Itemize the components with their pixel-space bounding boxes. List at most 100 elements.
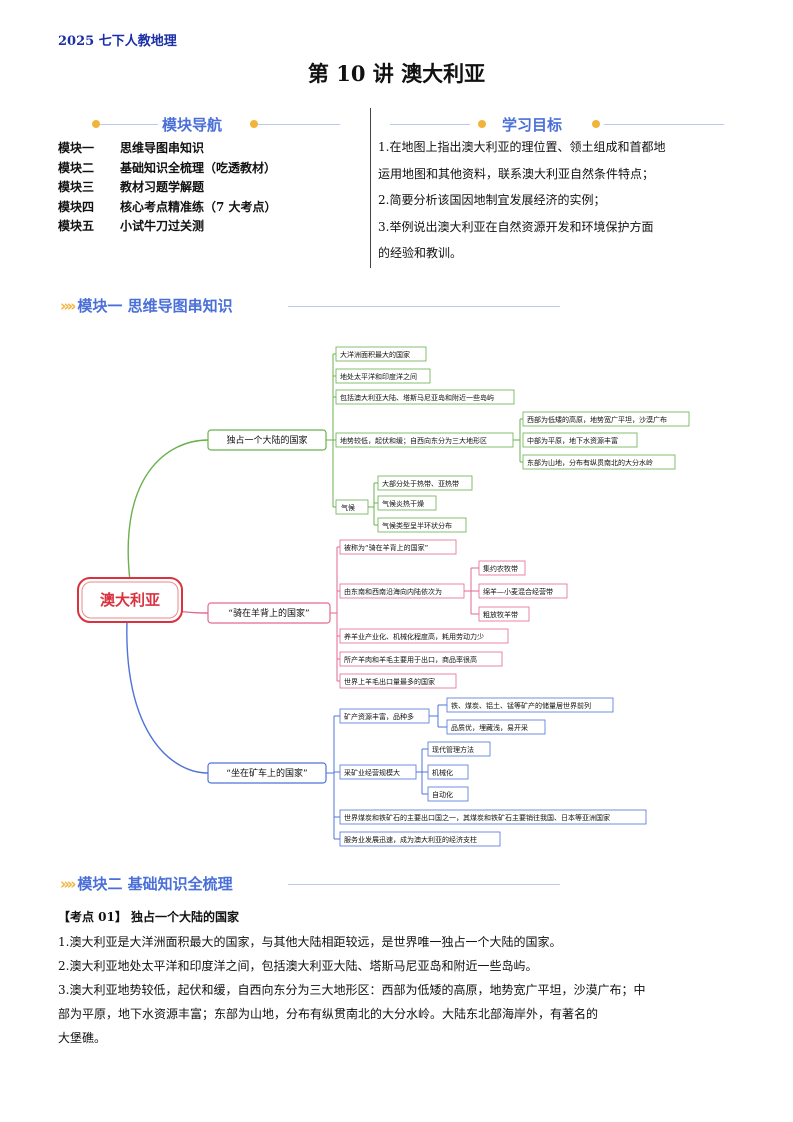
goal-line: 2.简要分析该国因地制宜发展经济的实例； — [378, 193, 606, 207]
svg-text:“骑在羊背上的国家”: “骑在羊背上的国家” — [228, 607, 309, 619]
b1-leaf[interactable]: 地处太平洋和印度洋之间 — [335, 368, 431, 384]
svg-text:服务业发展迅速，成为澳大利亚的经济支柱: 服务业发展迅速，成为澳大利亚的经济支柱 — [344, 835, 477, 844]
grade-tag: 2025 七下人教地理 — [58, 34, 177, 49]
b1-subleaf[interactable]: 东部为山地，分布有纵贯南北的大分水岭 — [522, 454, 676, 470]
svg-text:品质优，埋藏浅，易开采: 品质优，埋藏浅，易开采 — [451, 723, 528, 732]
svg-text:所产羊肉和羊毛主要用于出口，商品率很高: 所产羊肉和羊毛主要用于出口，商品率很高 — [344, 655, 477, 664]
key-point-body: 1.澳大利亚是大洋洲面积最大的国家，与其他大陆相距较远，是世界唯一独占一个大陆的… — [58, 930, 740, 1050]
svg-text:由东南和西南沿海向内陆依次为: 由东南和西南沿海向内陆依次为 — [344, 587, 442, 596]
nav-dot-left — [92, 120, 100, 128]
paragraph: 1.澳大利亚是大洋洲面积最大的国家，与其他大陆相距较远，是世界唯一独占一个大陆的… — [58, 935, 562, 949]
nav-item[interactable]: 模块五小试牛刀过关测 — [58, 219, 205, 233]
b1-leaf[interactable]: 大洋洲面积最大的国家 — [335, 346, 427, 362]
svg-text:养羊业产业化、机械化程度高，耗用劳动力少: 养羊业产业化、机械化程度高，耗用劳动力少 — [344, 632, 484, 641]
b2-leaf[interactable]: 养羊业产业化、机械化程度高，耗用劳动力少 — [339, 628, 509, 644]
b3-subleaf[interactable]: 现代管理方法 — [427, 741, 491, 757]
svg-text:大部分处于热带、亚热带: 大部分处于热带、亚热带 — [382, 479, 459, 488]
goal-line: 3.举例说出澳大利亚在自然资源开发和环境保护方面 — [378, 219, 654, 234]
b2-subleaf[interactable]: 集约农牧带 — [478, 560, 526, 576]
b2-leaf[interactable]: 由东南和西南沿海向内陆依次为 — [339, 583, 465, 599]
module2-banner: »»模块二 基础知识全梳理 — [60, 875, 233, 893]
b1-subleaf[interactable]: 西部为低矮的高原，地势宽广平坦，沙漠广布 — [522, 411, 690, 427]
b1-leaf[interactable]: 包括澳大利亚大陆、塔斯马尼亚岛和附近一些岛屿 — [335, 389, 515, 405]
module-nav-list: 模块一思维导图串知识 模块二基础知识全梳理（吃透教材） 模块三教材习题学解题 模… — [58, 139, 277, 237]
b2-subleaf[interactable]: 粗放牧羊带 — [478, 606, 530, 622]
svg-text:“坐在矿车上的国家”: “坐在矿车上的国家” — [226, 767, 307, 779]
svg-text:被称为“骑在羊背上的国家”: 被称为“骑在羊背上的国家” — [344, 543, 428, 552]
b1-subleaf[interactable]: 气候类型呈半环状分布 — [377, 517, 467, 533]
paragraph: 2.澳大利亚地处太平洋和印度洋之间，包括澳大利亚大陆、塔斯马尼亚岛和附近一些岛屿… — [58, 959, 538, 973]
svg-text:集约农牧带: 集约农牧带 — [483, 564, 518, 573]
goal-line: 运用地图和其他资料，联系澳大利亚自然条件特点； — [378, 166, 655, 181]
svg-text:机械化: 机械化 — [432, 768, 453, 777]
paragraph: 3.澳大利亚地势较低，起伏和缓，自西向东分为三大地形区：西部为低矮的高原，地势宽… — [58, 983, 646, 997]
svg-text:独占一个大陆的国家: 独占一个大陆的国家 — [226, 434, 307, 446]
goal-line: 1.在地图上指出澳大利亚的理位置、领土组成和首都地 — [378, 140, 666, 154]
svg-text:西部为低矮的高原，地势宽广平坦，沙漠广布: 西部为低矮的高原，地势宽广平坦，沙漠广布 — [527, 415, 667, 424]
double-chevron-icon: »» — [60, 297, 76, 315]
nav-item[interactable]: 模块一思维导图串知识 — [58, 141, 205, 155]
svg-text:气候炎热干燥: 气候炎热干燥 — [382, 499, 424, 508]
module1-banner: »»模块一 思维导图串知识 — [60, 297, 233, 315]
double-chevron-icon: »» — [60, 875, 76, 893]
b1-leaf[interactable]: 地势较低，起伏和缓；自西向东分为三大地形区 — [335, 432, 514, 448]
nav-header-line-right — [258, 124, 340, 125]
module1-banner-line — [288, 306, 560, 307]
b2-subleaf[interactable]: 绵羊—小麦混合经营带 — [478, 583, 568, 599]
svg-text:地势较低，起伏和缓；自西向东分为三大地形区: 地势较低，起伏和缓；自西向东分为三大地形区 — [340, 436, 487, 445]
goal-line: 的经验和教训。 — [378, 246, 463, 260]
svg-text:气候: 气候 — [341, 503, 355, 512]
branch3-node[interactable]: “坐在矿车上的国家” — [207, 762, 327, 784]
b1-leaf[interactable]: 气候 — [335, 499, 369, 515]
b3-subleaf[interactable]: 自动化 — [427, 786, 469, 802]
b3-leaf[interactable]: 采矿业经营规模大 — [339, 764, 417, 780]
svg-text:世界煤炭和铁矿石的主要出口国之一，其煤炭和铁矿石主要销往我国: 世界煤炭和铁矿石的主要出口国之一，其煤炭和铁矿石主要销往我国、日本等亚洲国家 — [344, 813, 610, 822]
b3-leaf[interactable]: 服务业发展迅速，成为澳大利亚的经济支柱 — [339, 831, 501, 847]
goals-dot-left — [478, 120, 486, 128]
nav-header-line-left — [100, 124, 158, 125]
b3-leaf[interactable]: 世界煤炭和铁矿石的主要出口国之一，其煤炭和铁矿石主要销往我国、日本等亚洲国家 — [339, 809, 647, 825]
column-divider — [370, 108, 371, 268]
svg-text:绵羊—小麦混合经营带: 绵羊—小麦混合经营带 — [483, 587, 553, 596]
b2-leaf[interactable]: 被称为“骑在羊背上的国家” — [339, 539, 457, 555]
paragraph: 大堡礁。 — [58, 1031, 107, 1045]
goals-header-line-left — [390, 124, 470, 125]
page-title: 第 10 讲 澳大利亚 — [307, 61, 486, 86]
svg-text:澳大利亚: 澳大利亚 — [100, 591, 160, 609]
root-node[interactable]: 澳大利亚 — [77, 577, 183, 623]
svg-text:地处太平洋和印度洋之间: 地处太平洋和印度洋之间 — [340, 372, 417, 381]
b1-subleaf[interactable]: 大部分处于热带、亚热带 — [377, 475, 473, 491]
b2-leaf[interactable]: 世界上羊毛出口量最多的国家 — [339, 673, 457, 689]
goals-dot-right — [592, 120, 600, 128]
svg-text:气候类型呈半环状分布: 气候类型呈半环状分布 — [382, 521, 452, 530]
svg-text:世界上羊毛出口量最多的国家: 世界上羊毛出口量最多的国家 — [344, 677, 435, 686]
svg-text:东部为山地，分布有纵贯南北的大分水岭: 东部为山地，分布有纵贯南北的大分水岭 — [527, 458, 653, 467]
b3-subleaf[interactable]: 铁、煤炭、铝土、锰等矿产的储量居世界前列 — [446, 697, 614, 713]
svg-text:中部为平原，地下水资源丰富: 中部为平原，地下水资源丰富 — [527, 436, 618, 445]
branch2-node[interactable]: “骑在羊背上的国家” — [207, 602, 331, 624]
b3-subleaf[interactable]: 品质优，埋藏浅，易开采 — [446, 719, 546, 735]
nav-item[interactable]: 模块二基础知识全梳理（吃透教材） — [58, 160, 277, 175]
b2-leaf[interactable]: 所产羊肉和羊毛主要用于出口，商品率很高 — [339, 651, 503, 667]
goals-heading: 学习目标 — [502, 116, 563, 134]
b3-leaf[interactable]: 矿产资源丰富，品种多 — [339, 708, 430, 724]
branch-curve-3 — [126, 580, 209, 774]
nav-item[interactable]: 模块四核心考点精准练（7 大考点） — [58, 199, 277, 214]
branch1-node[interactable]: 独占一个大陆的国家 — [207, 429, 327, 451]
b1-subleaf[interactable]: 中部为平原，地下水资源丰富 — [522, 432, 638, 448]
svg-text:大洋洲面积最大的国家: 大洋洲面积最大的国家 — [340, 350, 410, 359]
nav-dot-right — [250, 120, 258, 128]
mind-map: 澳大利亚 独占一个大陆的国家 大洋洲面积最大的国家 地处太平洋和印度洋之间 包括… — [77, 346, 690, 847]
svg-text:矿产资源丰富，品种多: 矿产资源丰富，品种多 — [344, 712, 414, 721]
goals-header-line-right — [604, 124, 724, 125]
svg-text:铁、煤炭、铝土、锰等矿产的储量居世界前列: 铁、煤炭、铝土、锰等矿产的储量居世界前列 — [451, 701, 591, 710]
svg-text:包括澳大利亚大陆、塔斯马尼亚岛和附近一些岛屿: 包括澳大利亚大陆、塔斯马尼亚岛和附近一些岛屿 — [340, 393, 494, 402]
b3-subleaf[interactable]: 机械化 — [427, 764, 469, 780]
branch-curve-1 — [127, 439, 209, 582]
b1-subleaf[interactable]: 气候炎热干燥 — [377, 495, 437, 511]
svg-text:粗放牧羊带: 粗放牧羊带 — [483, 610, 518, 619]
paragraph: 部为平原，地下水资源丰富；东部为山地，分布有纵贯南北的大分水岭。大陆东北部海岸外… — [58, 1007, 599, 1021]
nav-item[interactable]: 模块三教材习题学解题 — [58, 180, 205, 194]
module2-banner-line — [288, 884, 560, 885]
nav-heading: 模块导航 — [162, 116, 223, 134]
